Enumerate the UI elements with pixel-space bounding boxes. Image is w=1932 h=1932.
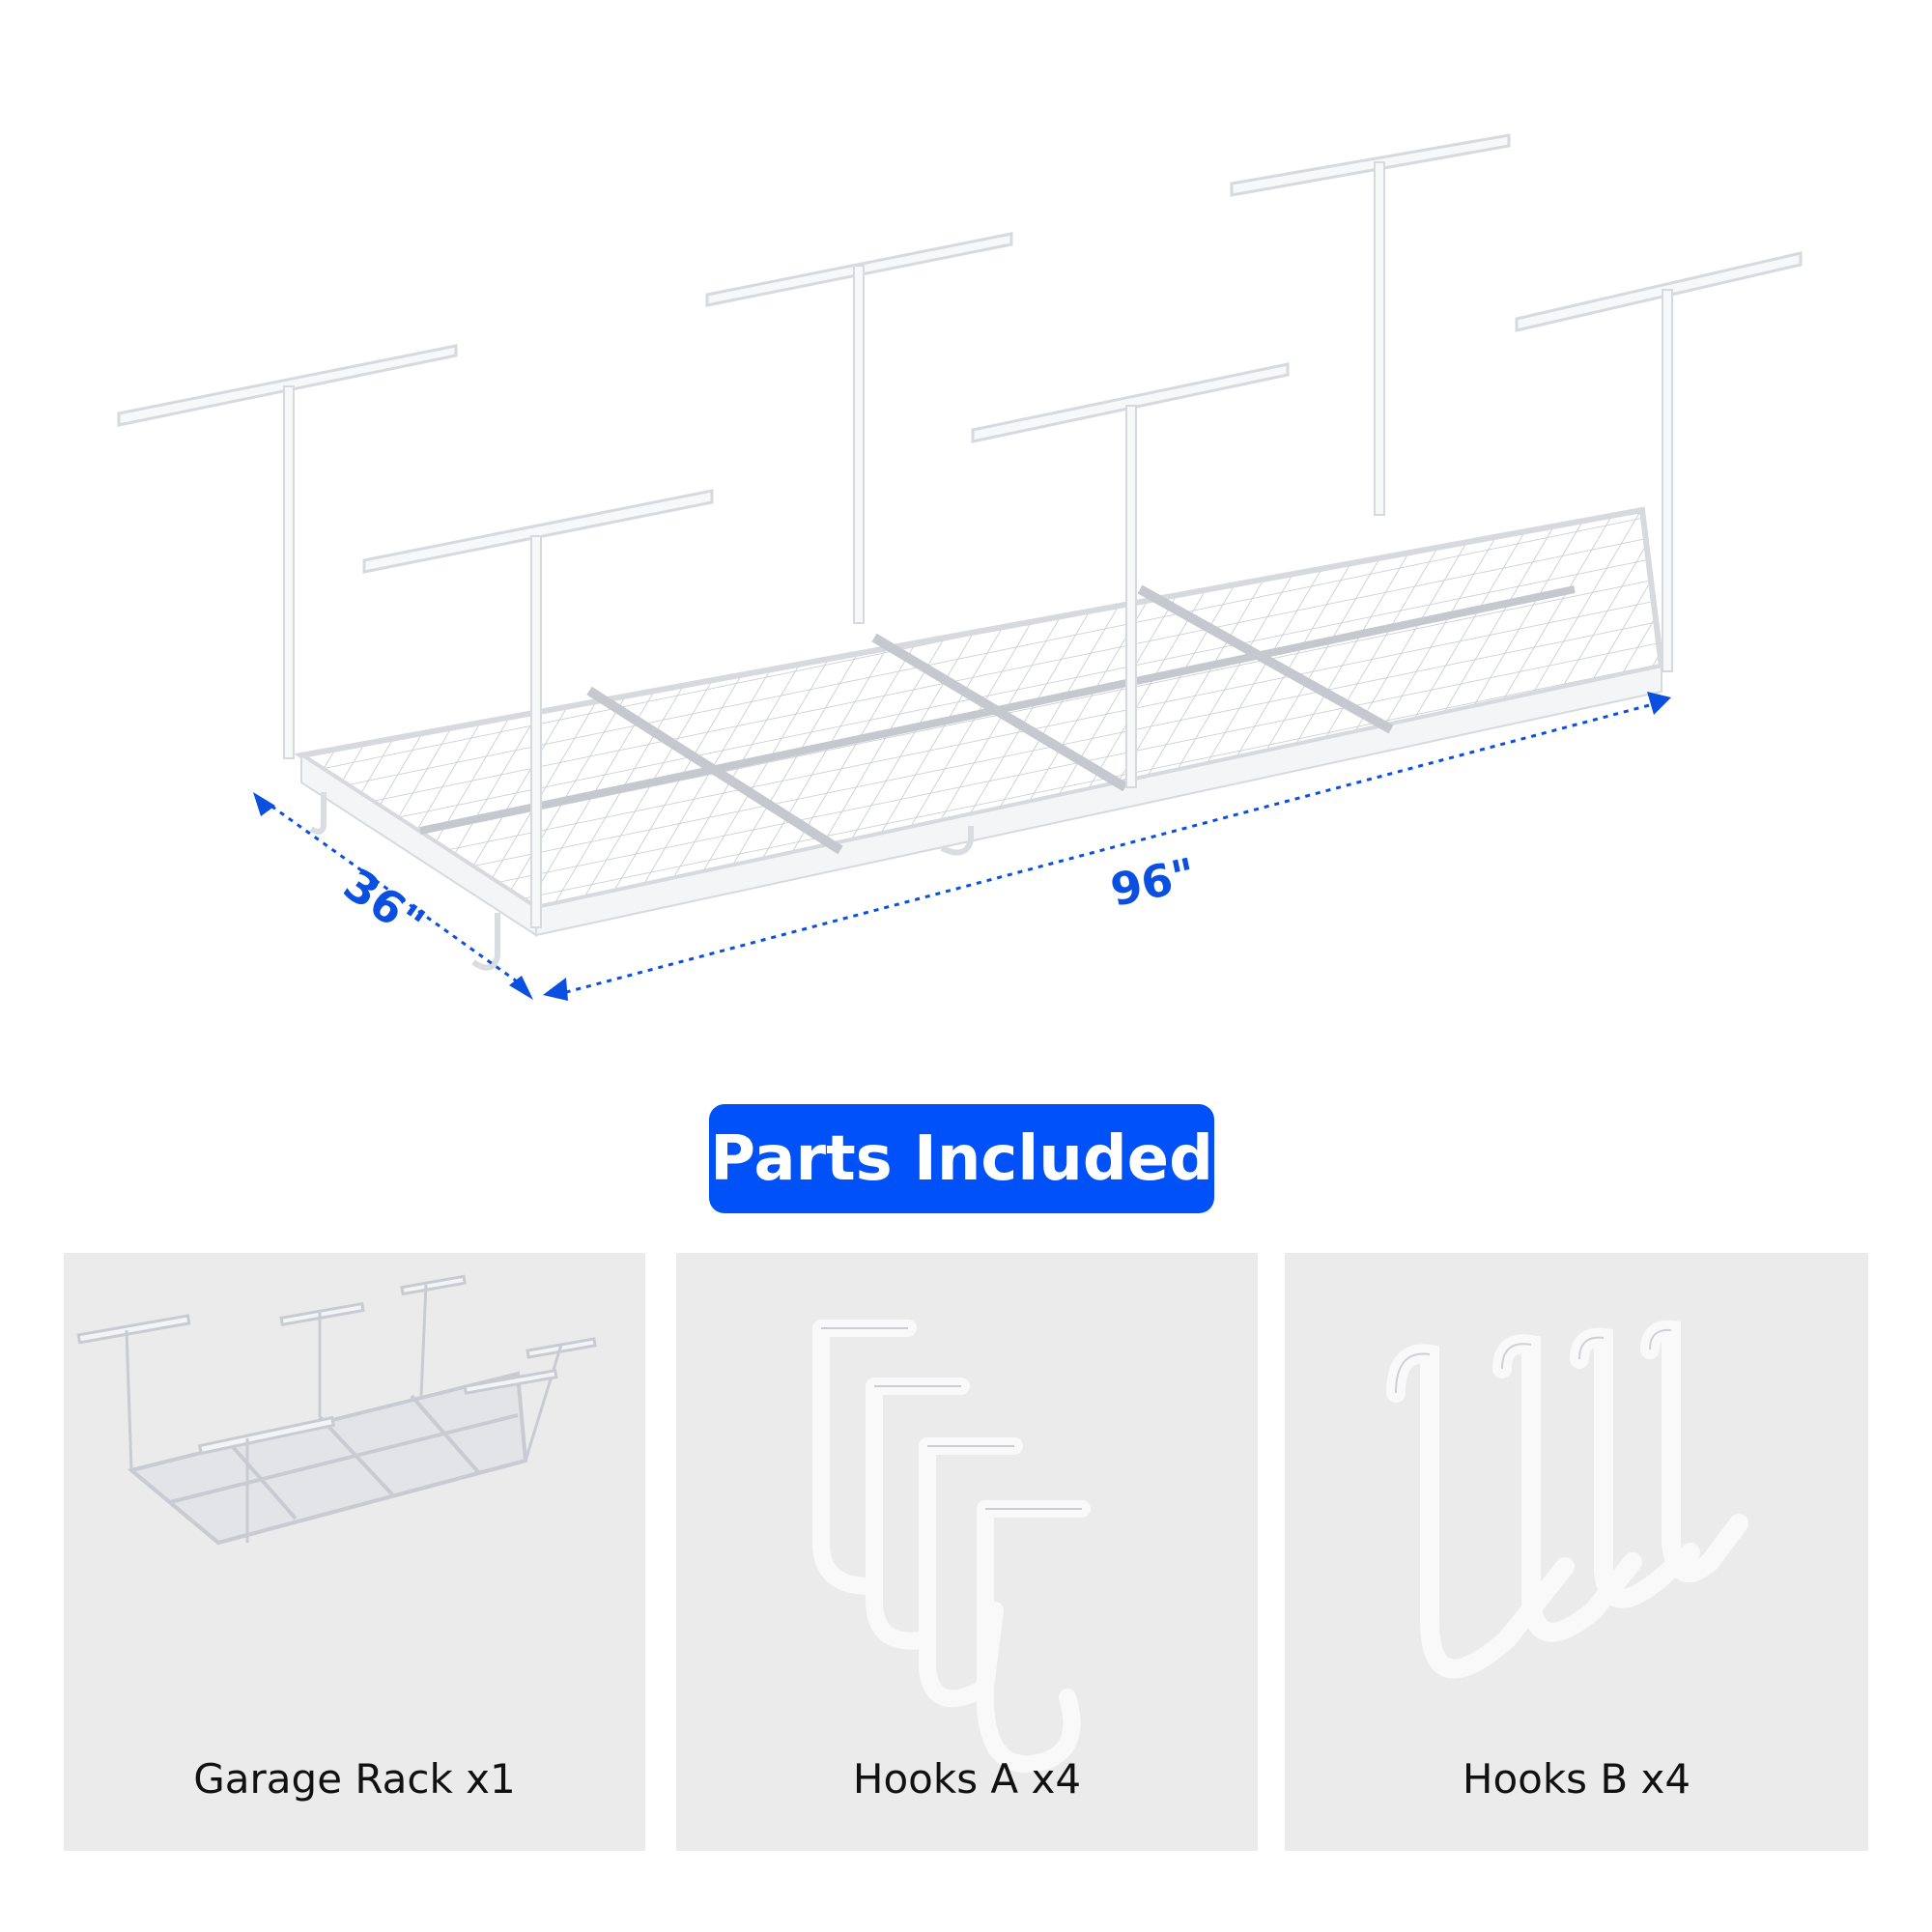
garage-rack-icon bbox=[76, 1274, 597, 1546]
hanging-hooks bbox=[309, 792, 974, 971]
length-dimension-label: 96" bbox=[1106, 848, 1200, 917]
rack-deck bbox=[294, 506, 1665, 937]
part-card-garage-rack: Garage Rack x1 bbox=[64, 1253, 645, 1851]
rack-illustration: 36" 96" bbox=[117, 133, 1803, 1001]
part-label-hooks-a: Hooks A x4 bbox=[852, 1755, 1082, 1803]
part-label-hooks-b: Hooks B x4 bbox=[1462, 1755, 1691, 1803]
ceiling-mounts bbox=[117, 133, 1803, 928]
part-card-hooks-a: Hooks A x4 bbox=[676, 1253, 1258, 1851]
part-label-garage-rack: Garage Rack x1 bbox=[193, 1755, 516, 1803]
depth-dimension-label: 36" bbox=[334, 858, 434, 950]
part-card-hooks-b: Hooks B x4 bbox=[1285, 1253, 1868, 1851]
hooks-b-icon bbox=[1386, 1320, 1748, 1679]
parts-included-badge: Parts Included bbox=[709, 1104, 1214, 1213]
hooks-a-icon bbox=[812, 1320, 1091, 1774]
